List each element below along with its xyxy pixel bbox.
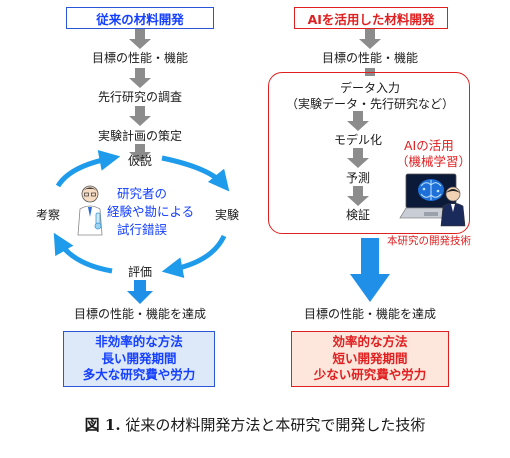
gray-arrow-3: [129, 106, 151, 126]
left-result-line-1: 非効率的な方法: [95, 333, 183, 349]
tech-label: 本研究の開発技術: [387, 235, 471, 247]
gray-arrow-1: [129, 29, 151, 49]
ai-laptop-icon: [399, 173, 461, 219]
cycle-arc-bottom-right: [161, 234, 227, 278]
gray-arrow-r4: [347, 148, 369, 168]
data-input-line-1: データ入力: [339, 81, 401, 95]
cycle-center-line-1: 研究者の: [117, 186, 168, 201]
left-result-line-3: 多大な研究費や労力: [82, 367, 196, 383]
left-result-box: 非効率的な方法 長い開発期間 多大な研究費や労力: [63, 331, 215, 387]
ai-label-line-1: AIの活用: [404, 138, 454, 153]
right-result-line-3: 少ない研究費や労力: [313, 367, 427, 383]
right-header-text: AIを活用した材料開発: [307, 11, 435, 27]
figure-caption: 図 1. 従来の材料開発方法と本研究で開発した技術: [0, 414, 510, 435]
right-step-prediction: 予測: [345, 171, 371, 185]
cycle-hypothesis: 仮説: [127, 154, 153, 168]
figure-caption-text: 従来の材料開発方法と本研究で開発した技術: [120, 416, 426, 434]
right-step-modeling: モデル化: [333, 133, 383, 147]
cycle-arc-top-right: [161, 155, 230, 192]
cycle-arc-top-left: [55, 150, 121, 188]
cycle-evaluation: 評価: [127, 265, 153, 279]
ai-process-box: [268, 72, 470, 234]
gray-arrow-2: [129, 68, 151, 88]
data-input-line-2: （実験データ・先行研究など）: [285, 97, 455, 111]
trial-error-cycle: [53, 150, 230, 278]
right-result-line-2: 短い開発期間: [332, 350, 408, 366]
cycle-experiment: 実験: [214, 208, 240, 222]
left-step-plan: 実験計画の策定: [97, 129, 183, 143]
figure-caption-label: 図 1.: [84, 416, 121, 434]
left-result-line-2: 長い開発期間: [101, 350, 177, 366]
right-goal: 目標の性能・機能を達成: [303, 307, 437, 321]
right-step-verification: 検証: [345, 208, 371, 222]
left-step-survey: 先行研究の調査: [97, 90, 183, 104]
cycle-center-line-3: 試行錯誤: [117, 222, 168, 237]
gray-arrow-r3: [347, 111, 369, 131]
left-header: 従来の材料開発: [66, 7, 214, 29]
right-start: 目標の性能・機能: [321, 51, 419, 65]
right-header: AIを活用した材料開発: [294, 7, 448, 29]
cycle-discussion: 考察: [35, 208, 61, 222]
researcher-icon: [77, 185, 103, 236]
gray-arrow-r1: [359, 29, 381, 49]
left-goal: 目標の性能・機能を達成: [73, 307, 207, 321]
ai-label-line-2: （機械学習）: [396, 154, 472, 169]
blue-arrow-left: [127, 280, 153, 304]
left-header-text: 従来の材料開発: [96, 11, 184, 27]
gray-arrow-r5: [347, 186, 369, 206]
engineer-icon: [440, 186, 466, 227]
big-blue-arrow: [350, 238, 390, 302]
right-result-box: 効率的な方法 短い開発期間 少ない研究費や労力: [291, 331, 449, 387]
cycle-center-line-2: 経験や勘による: [107, 204, 195, 219]
cycle-arc-bottom-left: [53, 232, 113, 274]
right-result-line-1: 効率的な方法: [332, 333, 408, 349]
gray-arrow-4: [129, 144, 151, 162]
left-step-target: 目標の性能・機能: [91, 51, 189, 65]
